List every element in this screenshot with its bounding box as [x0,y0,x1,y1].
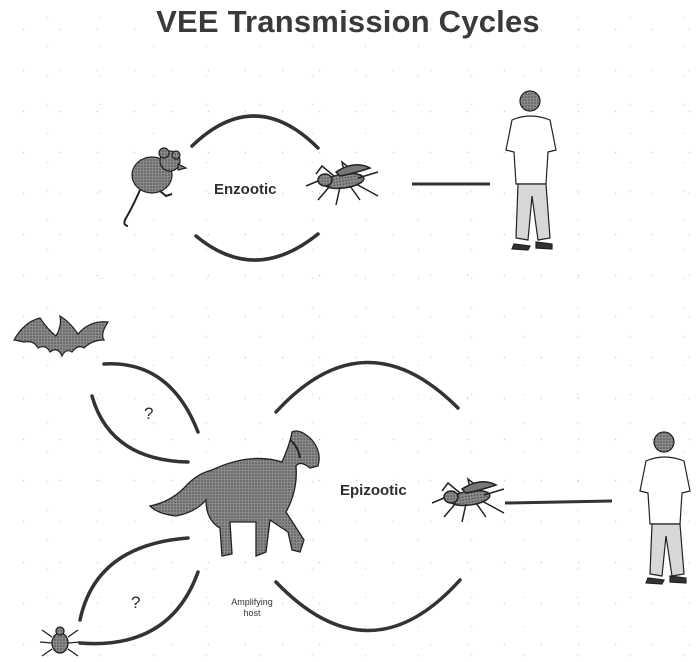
epizootic-arc-top [276,362,458,412]
enzootic-arc-bottom [196,234,318,260]
epizootic-label: Epizootic [340,482,407,499]
unknown-reservoir-label-lower: ? [131,593,140,613]
amplifying-host-line1: Amplifying [222,597,282,608]
human-icon [640,432,690,584]
mosquito-icon [306,162,378,205]
epizootic-arc-bottom [276,580,460,631]
horse-icon [150,431,319,556]
amplifying-host-label: Amplifying host [222,597,282,619]
tick-icon [40,627,80,656]
mosquito-icon [432,479,504,522]
unknown-reservoir-label-upper: ? [144,404,153,424]
bat-icon [14,316,108,356]
bat-cycle-arc-lower [92,396,188,462]
enzootic-arc-top [192,116,318,148]
enzootic-label: Enzootic [214,181,277,198]
epizootic-human-link [505,501,612,503]
rodent-icon [124,148,186,226]
amplifying-host-line2: host [222,608,282,619]
human-icon [506,91,556,250]
